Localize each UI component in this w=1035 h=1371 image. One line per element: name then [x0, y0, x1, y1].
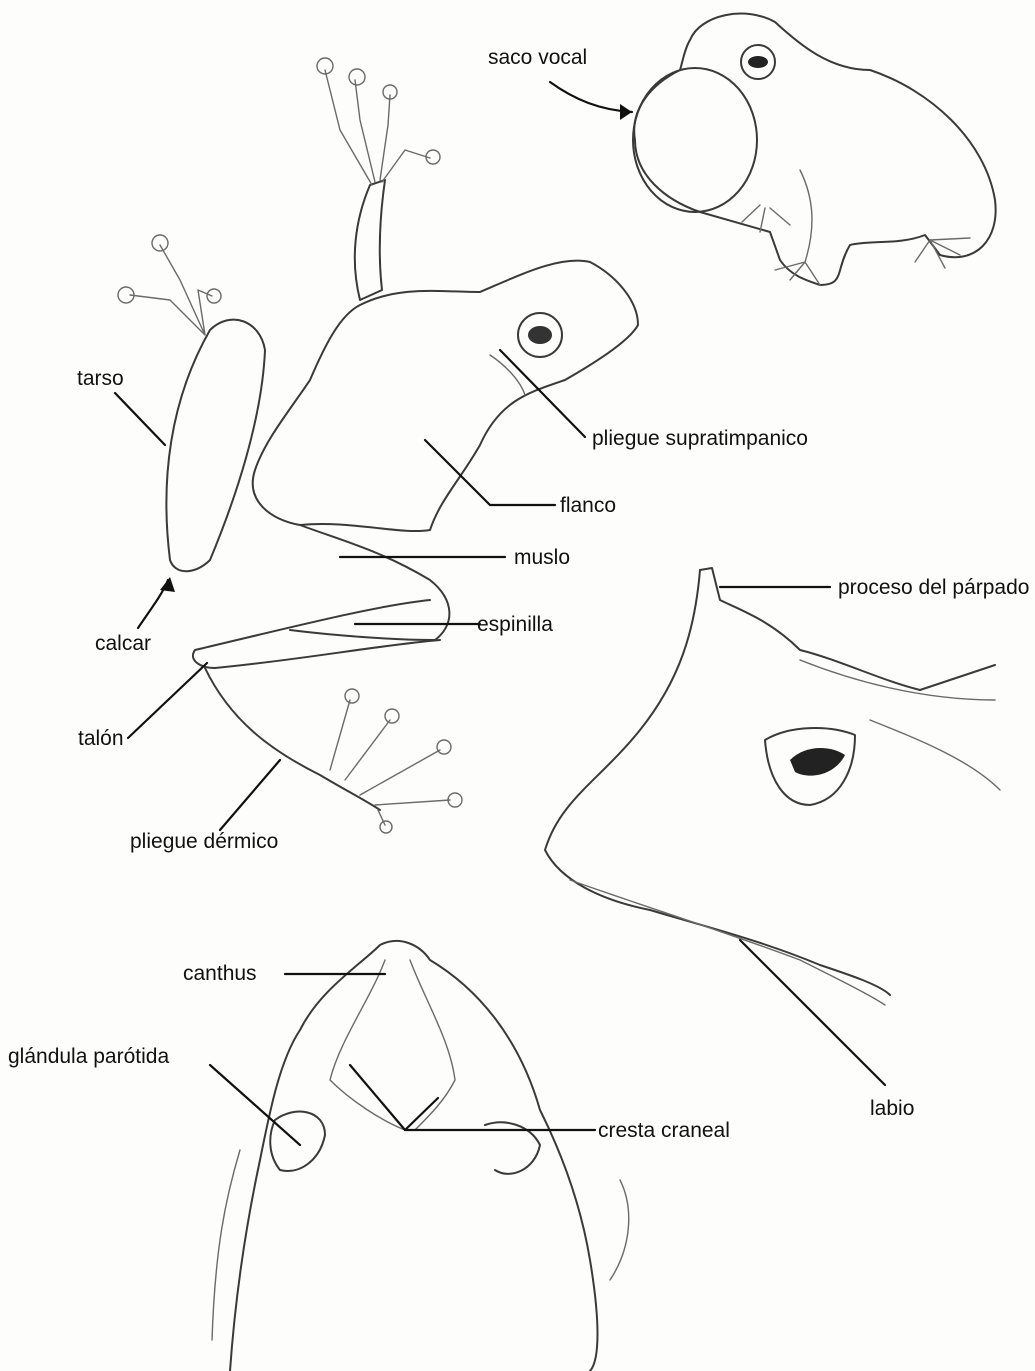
leader-glandula-parotida [210, 1065, 300, 1145]
cranial-crest-left [330, 960, 405, 1130]
label-glandula-parotida: glándula parótida [8, 1045, 169, 1068]
leader-cresta-craneal [350, 1065, 595, 1130]
leader-pliegue-dermico [220, 760, 280, 830]
hind-foot-toes [130, 245, 212, 335]
label-talon: talón [78, 727, 124, 750]
calling-frog-pupil [748, 56, 768, 68]
frog-body [253, 261, 638, 531]
label-flanco: flanco [560, 494, 616, 517]
label-cresta-craneal: cresta craneal [598, 1119, 730, 1142]
horned-frog-head-illustration [545, 568, 1000, 1005]
vocal-sac [633, 68, 757, 212]
calling-frog-foreleg [775, 170, 820, 285]
label-espinilla: espinilla [477, 613, 553, 636]
label-labio: labio [870, 1097, 914, 1120]
toad-head-outline [230, 941, 598, 1371]
calling-frog-front-toes [742, 205, 790, 232]
leader-saco-vocal [550, 82, 632, 112]
label-pliegue-supratimpanico: pliegue supratimpanico [592, 427, 808, 450]
tree-frog-illustration [118, 58, 638, 833]
label-pliegue-dermico: pliegue dérmico [130, 830, 278, 853]
toe-pad-3 [207, 289, 221, 303]
horned-frog-pupil [790, 748, 845, 776]
calling-frog-body [634, 14, 995, 285]
finger-pad-2 [349, 69, 365, 85]
hind-leg-tarsus [166, 320, 265, 572]
toe-pad-2 [152, 235, 168, 251]
arrowhead-saco-vocal [620, 104, 632, 120]
label-proceso-del-parpado: proceso del párpado [838, 576, 1029, 599]
lower-toe-pad-1 [345, 689, 359, 703]
lower-foot-toes [330, 700, 450, 825]
toad-dorsal-illustration [212, 941, 629, 1371]
label-saco-vocal: saco vocal [488, 46, 587, 69]
front-hand-fingers [325, 70, 430, 185]
label-canthus: canthus [183, 962, 257, 985]
lip-line [570, 880, 885, 1005]
front-arm [355, 180, 385, 300]
frog-pupil [528, 326, 552, 344]
leader-talon [128, 663, 207, 738]
lower-toe-pad-2 [385, 709, 399, 723]
calling-frog-illustration [633, 14, 996, 285]
leader-flanco [425, 440, 555, 505]
label-calcar: calcar [95, 632, 151, 655]
toad-side-right [610, 1180, 629, 1280]
leader-pliegue-supratimpanico [500, 350, 585, 437]
supratympanic-fold [490, 355, 525, 395]
label-muslo: muslo [514, 546, 570, 569]
parotoid-gland-left [270, 1112, 325, 1171]
lower-toe-pad-5 [380, 821, 392, 833]
label-tarso: tarso [77, 367, 124, 390]
calling-frog-hindfoot [915, 238, 970, 268]
leader-cresta-craneal-branch [405, 1098, 438, 1130]
leader-tarso [115, 393, 165, 445]
lower-toe-pad-3 [437, 740, 451, 754]
